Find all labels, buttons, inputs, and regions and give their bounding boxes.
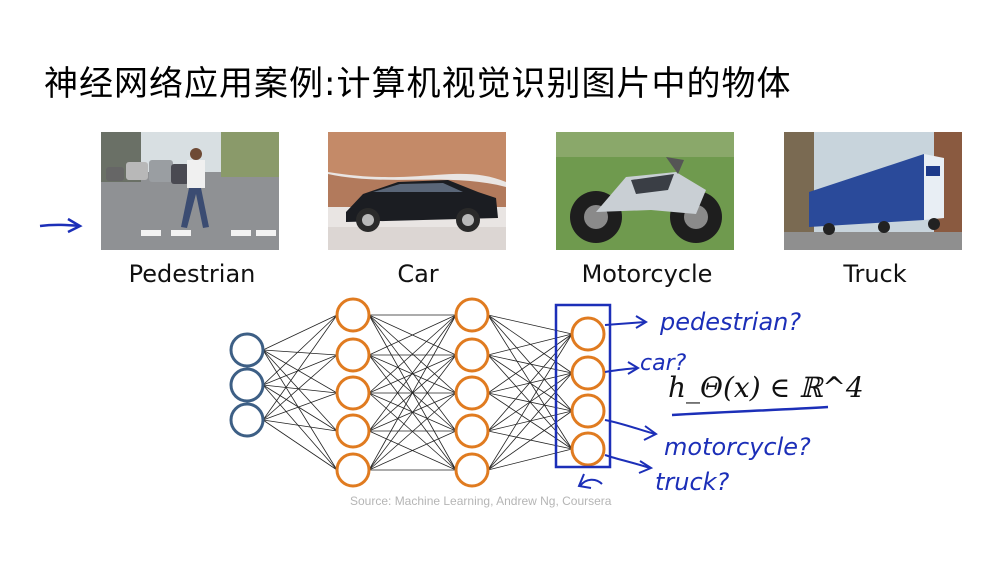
caption-motorcycle: Motorcycle [581, 260, 713, 288]
annotation-pedestrian: pedestrian? [659, 308, 801, 336]
network-edge [262, 384, 338, 432]
network-edge [262, 349, 338, 394]
hidden-node [335, 413, 371, 449]
network-edge [262, 354, 338, 386]
network-edge [487, 372, 573, 471]
output-node [570, 355, 606, 391]
network-edge [262, 349, 338, 471]
network-edge [487, 333, 573, 356]
network-edge [262, 392, 338, 421]
annotation-motorcycle: motorcycle? [664, 433, 811, 461]
output-box [554, 303, 612, 469]
hidden-node [454, 452, 490, 488]
network-edge [262, 384, 338, 394]
annotation-truck: truck? [655, 468, 730, 496]
output-node [570, 316, 606, 352]
network-edge [487, 333, 573, 471]
motorcycle-photo [556, 132, 734, 250]
output-node [570, 431, 606, 467]
formula-underline [671, 405, 829, 417]
network-edge [487, 410, 573, 471]
caption-car: Car [397, 260, 439, 288]
network-edge [368, 314, 457, 394]
output-node [570, 393, 606, 429]
hidden-node [454, 337, 490, 373]
hidden-node [454, 375, 490, 411]
caption-truck: Truck [843, 260, 907, 288]
network-edge [262, 349, 338, 356]
network-edge [262, 314, 338, 421]
caption-pedestrian: Pedestrian [128, 260, 256, 288]
network-edge [368, 354, 457, 394]
output-arrows [577, 315, 658, 489]
network-edge [487, 314, 573, 335]
network-edge [262, 314, 338, 386]
annotation-car: car? [640, 351, 687, 376]
hypothesis-formula: h_Θ(x) ∈ ℝ^4 [668, 371, 864, 404]
network-edge [368, 314, 457, 356]
hidden-node [335, 375, 371, 411]
input-node [229, 332, 265, 368]
hidden-node [335, 297, 371, 333]
network-edge [368, 392, 457, 471]
network-edge [262, 419, 338, 432]
network-edge [262, 354, 338, 421]
network-edge [487, 333, 573, 432]
network-edge [368, 314, 457, 471]
slide-title: 神经网络应用案例:计算机视觉识别图片中的物体 [44, 64, 792, 104]
network-edge [487, 430, 573, 450]
hidden-node [454, 297, 490, 333]
network-edge [262, 384, 338, 471]
network-edge [262, 314, 338, 351]
network-edge [487, 314, 573, 374]
hidden-node [335, 452, 371, 488]
car-photo [328, 132, 506, 250]
pedestrian-photo [101, 132, 279, 250]
network-edge [368, 314, 457, 432]
network-edge [487, 314, 573, 412]
truck-photo [784, 132, 962, 250]
network-edge [487, 448, 573, 471]
input-node [229, 367, 265, 403]
input-node [229, 402, 265, 438]
network-edge [487, 333, 573, 394]
network-edge [487, 354, 573, 374]
network-edge [262, 419, 338, 471]
hidden-node [335, 337, 371, 373]
hidden-node [454, 413, 490, 449]
network-edge [368, 430, 457, 471]
network-edge [368, 354, 457, 471]
pointer-arrow-icon [39, 217, 83, 234]
source-credit: Source: Machine Learning, Andrew Ng, Cou… [350, 494, 612, 508]
network-edge [262, 349, 338, 432]
